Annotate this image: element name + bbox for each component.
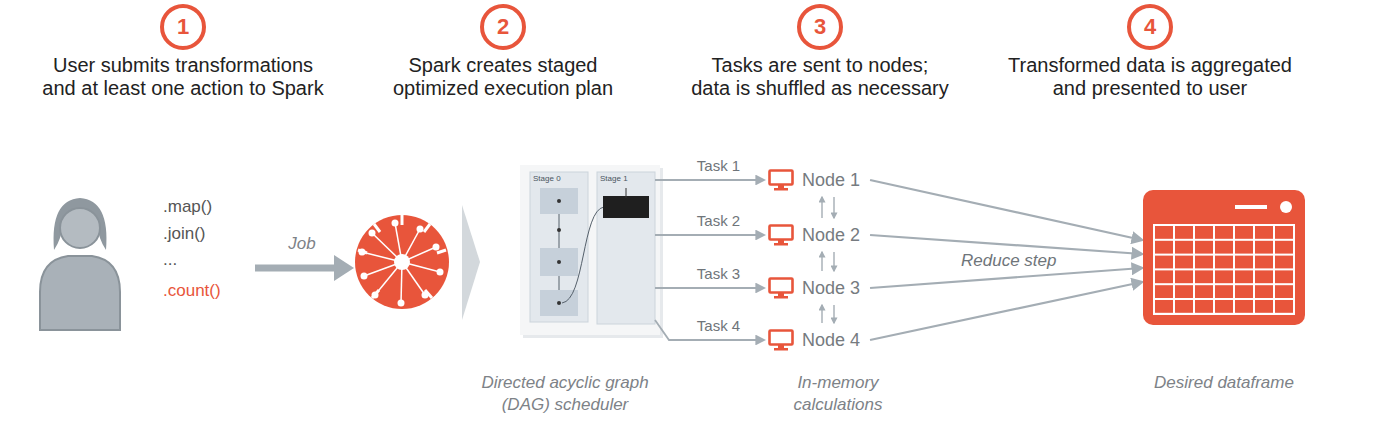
dag-panel bbox=[520, 165, 663, 338]
cluster-node: Node 4 bbox=[768, 326, 860, 354]
connector bbox=[822, 197, 834, 218]
user-head bbox=[60, 208, 100, 248]
user-body bbox=[40, 256, 120, 330]
step-number: 1 bbox=[159, 3, 207, 51]
code-line: .map() bbox=[163, 197, 212, 217]
job-arrow-shaft bbox=[255, 265, 336, 272]
step-heading: Tasks are sent to nodes; data is shuffle… bbox=[640, 54, 1000, 100]
job-arrow-head bbox=[334, 255, 354, 281]
connector-line bbox=[870, 180, 1142, 240]
arrow-label: Job bbox=[272, 233, 332, 255]
action-code-line: .count() bbox=[163, 281, 221, 301]
stage-title: Stage 0 bbox=[530, 172, 588, 186]
stage-column: Stage 1 bbox=[597, 172, 655, 324]
shuffle-box bbox=[603, 196, 649, 218]
step-number: 3 bbox=[796, 3, 844, 51]
user-hair bbox=[54, 198, 107, 250]
node-name: Node 1 bbox=[802, 170, 860, 191]
step-label: Reduce step bbox=[958, 251, 1059, 271]
connector bbox=[655, 288, 764, 289]
rdd-box bbox=[540, 248, 578, 276]
stage-column: Stage 0 bbox=[530, 172, 588, 322]
edge-label: Task 2 bbox=[697, 212, 740, 230]
cluster-node: Node 3 bbox=[768, 274, 860, 302]
connector-line bbox=[821, 197, 822, 218]
connector bbox=[870, 282, 1142, 340]
connector bbox=[655, 180, 764, 181]
step-heading: User submits transformations and at leas… bbox=[3, 54, 363, 100]
connector-line bbox=[655, 287, 764, 289]
stage-title: Stage 1 bbox=[597, 172, 655, 186]
cluster-node: Node 1 bbox=[768, 166, 860, 194]
connector bbox=[822, 252, 834, 271]
connector-line bbox=[833, 197, 834, 218]
monitor-icon bbox=[768, 224, 794, 246]
logo-disc bbox=[355, 215, 449, 309]
step-heading: Transformed data is aggregated and prese… bbox=[970, 54, 1330, 100]
step-circle: 1User submits transformations and at lea… bbox=[159, 3, 207, 51]
connector-line bbox=[655, 179, 764, 181]
connector-line bbox=[833, 305, 834, 323]
edge-label: Task 4 bbox=[697, 317, 740, 335]
rdd-box bbox=[540, 188, 578, 214]
edge-label: Task 1 bbox=[697, 157, 740, 175]
connector-line bbox=[870, 268, 1142, 288]
chevron bbox=[462, 205, 480, 320]
dataframe-icon bbox=[1143, 190, 1305, 325]
step-circle: 3Tasks are sent to nodes; data is shuffl… bbox=[796, 3, 844, 51]
cluster-node: Node 2 bbox=[768, 221, 860, 249]
step-heading: Spark creates staged optimized execution… bbox=[323, 54, 683, 100]
monitor-icon bbox=[768, 169, 794, 191]
connector-line bbox=[655, 234, 764, 236]
code-line: ... bbox=[163, 250, 177, 270]
stage-column-ground bbox=[530, 172, 588, 322]
connector bbox=[655, 235, 764, 236]
node-name: Node 3 bbox=[802, 278, 860, 299]
stage-column-ground bbox=[597, 172, 655, 324]
node-name: Node 4 bbox=[802, 330, 860, 351]
connector-line bbox=[821, 252, 822, 271]
edge-label: Task 3 bbox=[697, 265, 740, 283]
user-icon bbox=[40, 198, 120, 330]
step-number: 4 bbox=[1126, 3, 1174, 51]
step-circle: 4Transformed data is aggregated and pres… bbox=[1126, 3, 1174, 51]
connector-line bbox=[821, 305, 822, 323]
job-arrow bbox=[255, 255, 354, 281]
caption: In-memory calculations bbox=[778, 372, 898, 416]
dataframe-node: Desired dataframe bbox=[1143, 190, 1305, 325]
connector bbox=[870, 180, 1142, 240]
monitor-icon bbox=[768, 329, 794, 351]
connector bbox=[822, 305, 834, 323]
caption: Directed acyclic graph (DAG) scheduler bbox=[465, 372, 665, 416]
step-number: 2 bbox=[479, 3, 527, 51]
node-name: Node 2 bbox=[802, 225, 860, 246]
caption: Desired dataframe bbox=[1149, 372, 1299, 394]
shuffle-line bbox=[562, 207, 604, 303]
connector-line bbox=[833, 252, 834, 271]
step-circle: 2Spark creates staged optimized executio… bbox=[479, 3, 527, 51]
connector-line bbox=[870, 282, 1142, 340]
panel-ground bbox=[520, 165, 660, 335]
logo-spokes bbox=[362, 223, 440, 303]
logo-dots bbox=[359, 220, 444, 307]
monitor-icon bbox=[768, 277, 794, 299]
connector bbox=[870, 268, 1142, 288]
code-line: .join() bbox=[163, 224, 206, 244]
dag-scheduler-logo bbox=[355, 215, 449, 309]
